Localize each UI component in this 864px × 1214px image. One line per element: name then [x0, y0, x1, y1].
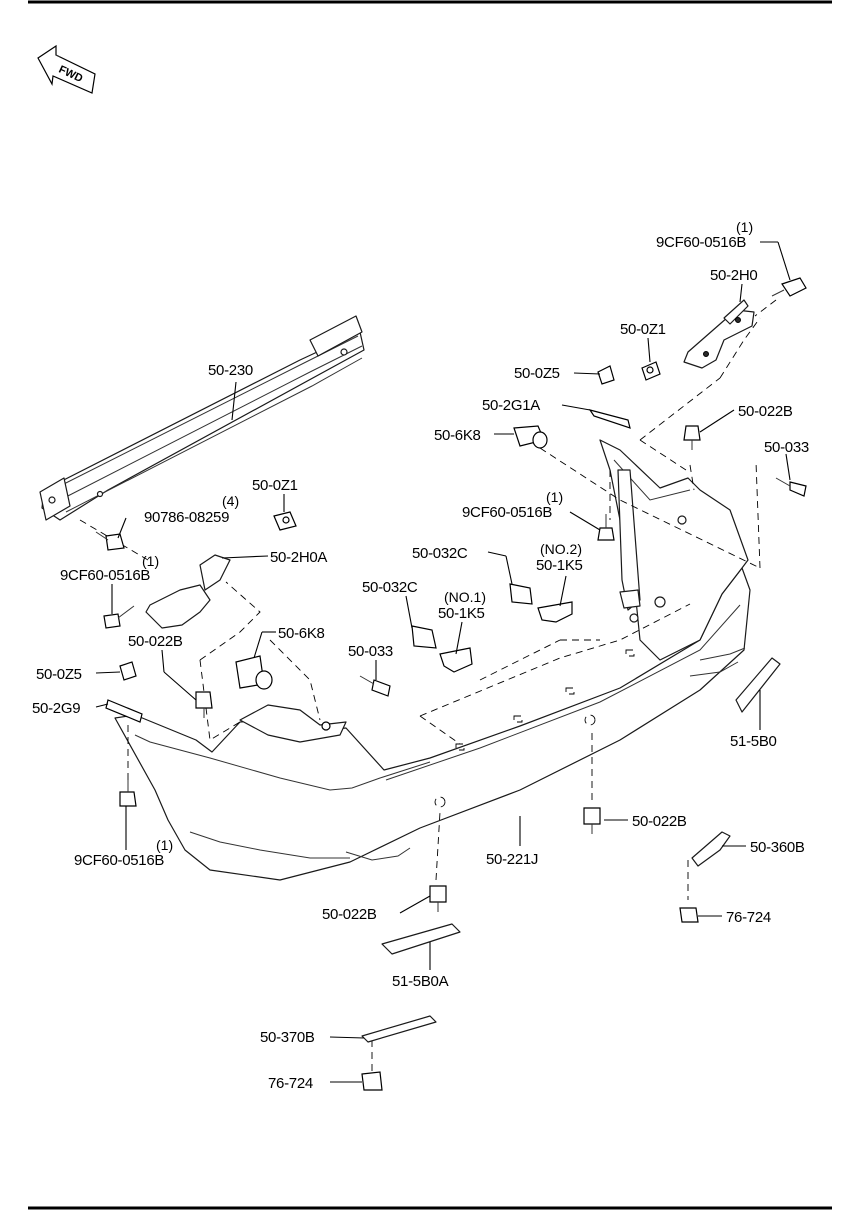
label-50-022b-left: 50-022B: [128, 633, 183, 650]
label-50-2h0: 50-2H0: [710, 267, 757, 284]
part-labels: (1) 9CF60-0516B 50-2H0 50-0Z1 50-0Z5 50-…: [32, 219, 809, 1092]
label-50-022b-lower: 50-022B: [322, 906, 377, 923]
bracket-50-1k5-no1-icon: [439, 647, 473, 673]
label-50-0z1-left: 50-0Z1: [252, 477, 298, 494]
nut-50-0z1-right-icon: [641, 361, 661, 381]
clip-9cf60-top-icon: [771, 277, 807, 297]
reflector-51-5b0a: [381, 923, 461, 955]
assembly-dashed-lines: [79, 299, 777, 1072]
label-50-2g9: 50-2G9: [32, 700, 80, 717]
label-50-221j: 50-221J: [486, 851, 538, 868]
label-50-6k8-left: 50-6K8: [278, 625, 325, 642]
label-90786: 90786-08259: [144, 509, 229, 526]
holder-50-032c-right-icon: [509, 583, 533, 605]
label-9cf60-bottom-left-qty: (1): [156, 837, 173, 853]
damper-50-6k8-left-icon: [235, 655, 273, 690]
nut-76-724-right-icon: [679, 907, 699, 923]
label-9cf60-left-qty: (1): [142, 553, 159, 569]
label-50-230: 50-230: [208, 362, 253, 379]
clip-9cf60-left-icon: [103, 605, 135, 629]
clip-50-022b-left-icon: [195, 691, 213, 718]
label-9cf60-left: 9CF60-0516B: [60, 567, 150, 584]
label-50-1k5-no2-qty: (NO.2): [540, 541, 582, 557]
bracket-50-370b: [361, 1015, 437, 1043]
label-leader-lines: [95, 241, 791, 1083]
bumper-upper-right-section: [599, 439, 749, 661]
label-51-5b0: 51-5B0: [730, 733, 777, 750]
label-50-2h0a: 50-2H0A: [270, 549, 327, 566]
label-50-6k8-right: 50-6K8: [434, 427, 481, 444]
label-50-370b: 50-370B: [260, 1029, 315, 1046]
clip-9cf60-bottom-left-icon: [119, 780, 137, 807]
label-50-033-left: 50-033: [348, 643, 393, 660]
label-50-1k5-no1-qty: (NO.1): [444, 589, 486, 605]
holder-50-032c-left-icon: [411, 625, 437, 649]
rear-bumper-reinforcement: [39, 315, 365, 521]
label-50-1k5-no2: 50-1K5: [536, 557, 583, 574]
clip-50-0z5-right-icon: [597, 365, 615, 385]
nut-50-0z1-left-icon: [273, 511, 297, 531]
reflector-51-5b0: [735, 657, 781, 713]
clip-50-022b-upper-right-icon: [683, 425, 701, 450]
label-50-2g1a: 50-2G1A: [482, 397, 540, 414]
clip-9cf60-mid-icon: [597, 514, 615, 541]
fwd-arrow-icon: FWD: [37, 44, 96, 94]
label-9cf60-mid: 9CF60-0516B: [462, 504, 552, 521]
bracket-50-1k5-no2-icon: [537, 601, 573, 623]
bumper-left-section: [145, 554, 347, 743]
label-50-022b-lower-center: 50-022B: [632, 813, 687, 830]
clip-50-022b-lower-center-icon: [583, 807, 601, 834]
damper-50-6k8-right-icon: [513, 425, 548, 449]
label-50-1k5-no1: 50-1K5: [438, 605, 485, 622]
bolt-90786-icon: [95, 531, 125, 551]
label-50-022b-upper-right: 50-022B: [738, 403, 793, 420]
label-50-0z5-right: 50-0Z5: [514, 365, 560, 382]
label-51-5b0a: 51-5B0A: [392, 973, 449, 990]
label-50-032c-right: 50-032C: [412, 545, 468, 562]
label-9cf60-bottom-left: 9CF60-0516B: [74, 852, 164, 869]
label-50-360b: 50-360B: [750, 839, 805, 856]
label-76-724-bottom: 76-724: [268, 1075, 313, 1092]
label-50-0z5-left: 50-0Z5: [36, 666, 82, 683]
clip-50-0z5-left-icon: [119, 661, 137, 681]
label-90786-qty: (4): [222, 493, 239, 509]
screw-50-033-left-icon: [359, 675, 391, 697]
label-9cf60-top: 9CF60-0516B: [656, 234, 746, 251]
label-9cf60-top-qty: (1): [736, 219, 753, 235]
bracket-50-360b: [691, 831, 731, 867]
spacer-50-2g1a-icon: [588, 409, 631, 429]
label-9cf60-mid-qty: (1): [546, 489, 563, 505]
label-50-0z1-right: 50-0Z1: [620, 321, 666, 338]
label-50-032c-left: 50-032C: [362, 579, 418, 596]
label-50-033-right: 50-033: [764, 439, 809, 456]
screw-50-033-right-icon: [775, 477, 807, 497]
label-76-724-right: 76-724: [726, 909, 771, 926]
spacer-50-2g9-icon: [105, 699, 143, 723]
nut-76-724-bottom-icon: [361, 1071, 383, 1091]
clip-50-022b-lower-icon: [429, 885, 447, 912]
bracket-50-2h0: [683, 299, 755, 369]
